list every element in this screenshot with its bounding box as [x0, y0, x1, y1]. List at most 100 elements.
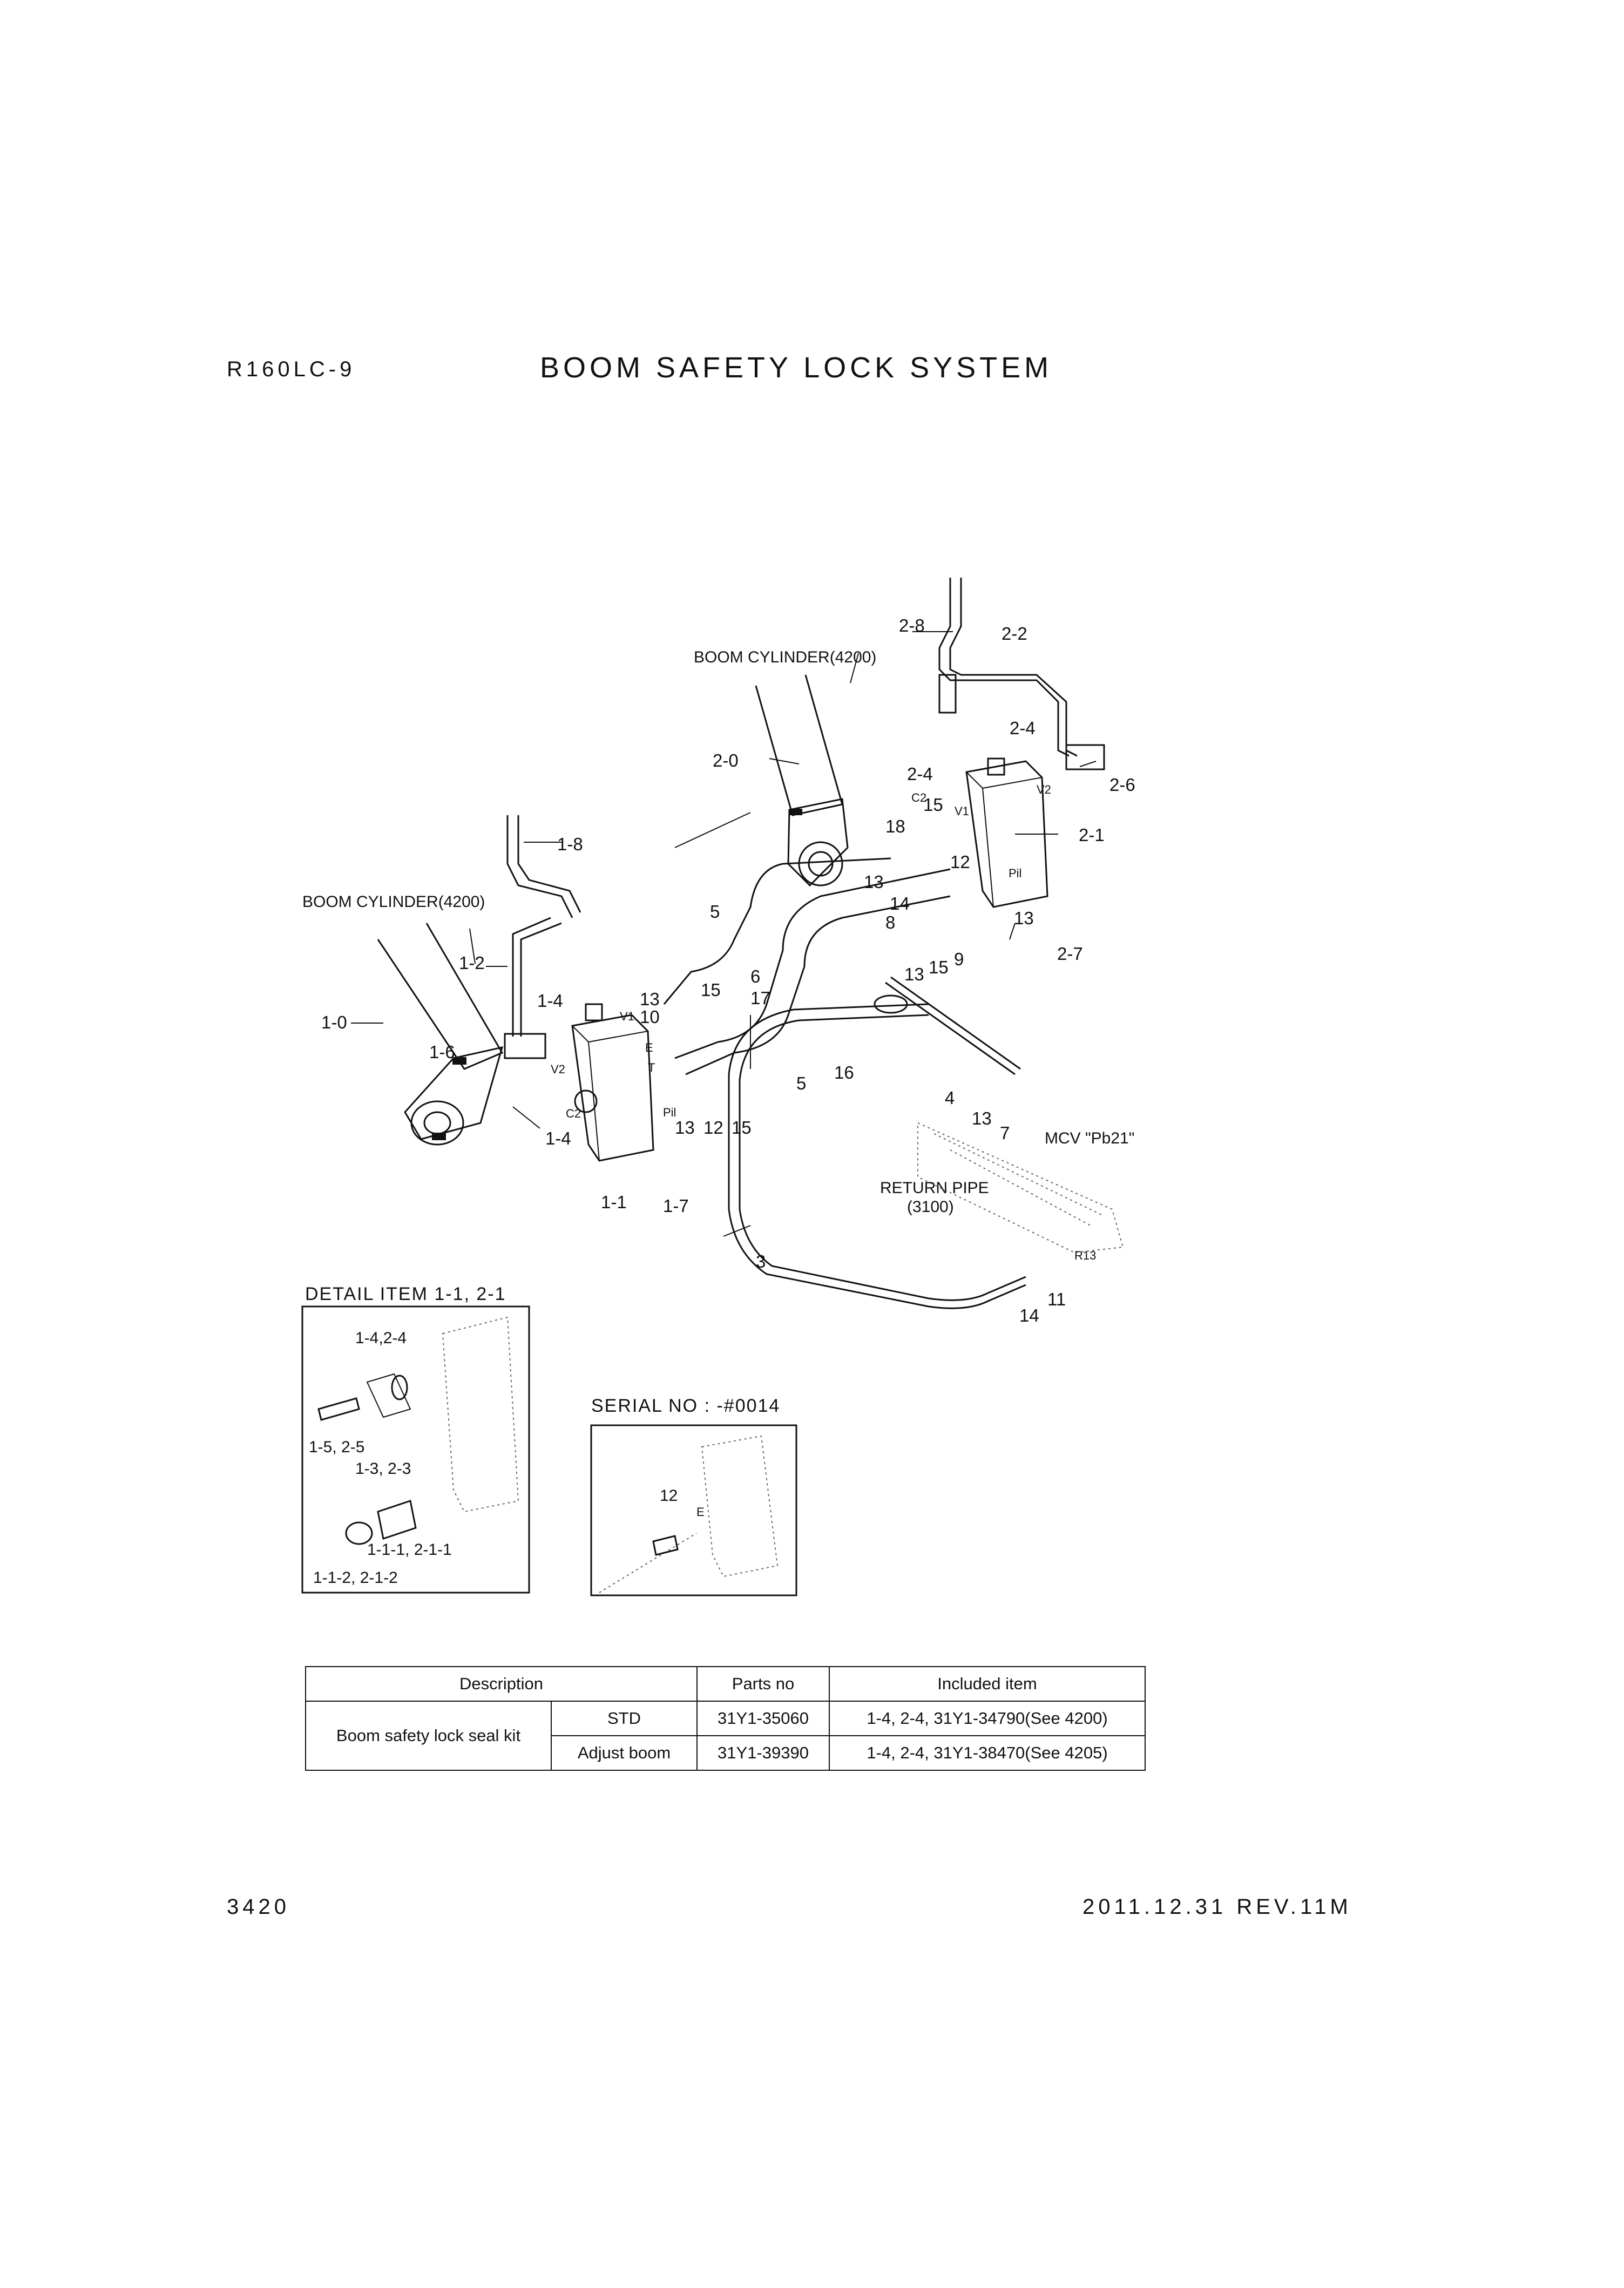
label-5b: 5 — [796, 1073, 806, 1093]
boom-cylinder-left — [377, 923, 504, 1146]
label-13a: 13 — [864, 872, 884, 892]
label-14b: 14 — [1019, 1305, 1039, 1325]
cell-group-label: Boom safety lock seal kit — [305, 1701, 552, 1771]
label-2-6: 2-6 — [1109, 775, 1135, 795]
detail-label-cover: 1-3, 2-3 — [355, 1460, 411, 1478]
cell-variant: Adjust boom — [551, 1735, 698, 1771]
label-boom-cylinder-upper: BOOM CYLINDER(4200) — [694, 648, 876, 666]
label-3: 3 — [756, 1251, 766, 1271]
label-13f: 13 — [675, 1118, 695, 1138]
label-1-4a: 1-4 — [537, 991, 563, 1011]
label-6: 6 — [750, 966, 760, 986]
label-15d: 15 — [732, 1118, 752, 1138]
header-included-item: Included item — [829, 1666, 1146, 1702]
port-v2-right: V2 — [1037, 783, 1051, 796]
label-9: 9 — [954, 949, 964, 969]
label-12b: 12 — [703, 1118, 723, 1138]
port-e-left: E — [645, 1041, 653, 1054]
label-1-4b: 1-4 — [545, 1128, 571, 1148]
label-14a: 14 — [890, 893, 910, 913]
label-2-8: 2-8 — [899, 615, 925, 635]
label-4: 4 — [945, 1088, 955, 1108]
detail-label-plug: 1-1-1, 2-1-1 — [367, 1541, 452, 1559]
seal-kit-table: Description Parts no Included item Boom … — [305, 1666, 1146, 1771]
leader-lines — [351, 631, 1097, 1237]
label-1-6: 1-6 — [429, 1042, 455, 1062]
boom-cylinder-upper — [755, 674, 849, 887]
label-1-0: 1-0 — [321, 1012, 347, 1032]
label-13d: 13 — [640, 989, 660, 1009]
label-2-1: 2-1 — [1079, 825, 1105, 845]
label-13e: 13 — [972, 1108, 992, 1128]
cell-included: 1-4, 2-4, 31Y1-34790(See 4200) — [829, 1701, 1146, 1736]
serial-label-e: E — [696, 1505, 705, 1519]
label-7: 7 — [1000, 1123, 1010, 1143]
label-2-4b: 2-4 — [907, 764, 933, 784]
page-title: BOOM SAFETY LOCK SYSTEM — [540, 351, 1053, 384]
label-18: 18 — [885, 816, 905, 836]
serial-title: SERIAL NO : -#0014 — [591, 1396, 780, 1416]
label-5a: 5 — [710, 902, 720, 922]
label-15c: 15 — [701, 980, 721, 1000]
label-2-2: 2-2 — [1002, 624, 1027, 644]
port-t-left: T — [648, 1061, 655, 1074]
label-r13: R13 — [1074, 1249, 1096, 1262]
table-row: Adjust boom 31Y1-39390 1-4, 2-4, 31Y1-38… — [306, 1735, 1146, 1771]
port-v2-left: V2 — [551, 1062, 565, 1076]
detail-label-cap: 1-1-2, 2-1-2 — [313, 1569, 398, 1587]
pipe-3 — [728, 1003, 1026, 1309]
port-c2-left: C2 — [566, 1107, 581, 1120]
serial-label-12: 12 — [660, 1487, 678, 1505]
label-1-1: 1-1 — [601, 1192, 627, 1212]
port-pil-left: Pil — [663, 1106, 676, 1119]
label-15b: 15 — [929, 957, 949, 977]
cell-included: 1-4, 2-4, 31Y1-38470(See 4205) — [829, 1735, 1146, 1771]
label-1-7: 1-7 — [663, 1196, 689, 1216]
label-1-2: 1-2 — [459, 953, 485, 973]
port-c2-right: C2 — [911, 791, 926, 804]
return-pipe-3100 — [917, 1122, 1124, 1254]
cell-variant: STD — [551, 1701, 698, 1736]
pipe-2-2 — [938, 578, 1105, 770]
cell-parts-no: 31Y1-35060 — [696, 1701, 830, 1736]
label-16: 16 — [834, 1062, 854, 1082]
port-pil-right: Pil — [1009, 867, 1021, 880]
label-11: 11 — [1047, 1289, 1066, 1309]
label-boom-cylinder-left: BOOM CYLINDER(4200) — [302, 893, 485, 911]
label-17: 17 — [750, 988, 770, 1008]
label-return-pipe: RETURN PIPE — [880, 1179, 989, 1197]
header-parts-no: Parts no — [696, 1666, 830, 1702]
label-return-pipe-ref: (3100) — [907, 1198, 954, 1216]
header-description: Description — [305, 1666, 698, 1702]
label-13b: 13 — [1014, 908, 1034, 928]
detail-label-bolt: 1-5, 2-5 — [309, 1438, 364, 1456]
model-code: R160LC-9 — [227, 357, 356, 381]
label-2-0: 2-0 — [713, 750, 739, 770]
label-13c: 13 — [904, 964, 924, 984]
hose-4 — [874, 976, 1021, 1075]
cell-parts-no: 31Y1-39390 — [696, 1735, 830, 1771]
label-2-7: 2-7 — [1057, 944, 1083, 964]
label-12a: 12 — [950, 852, 970, 872]
label-2-4a: 2-4 — [1010, 718, 1036, 738]
label-15a: 15 — [923, 795, 943, 815]
label-mcv: MCV "Pb21" — [1045, 1129, 1134, 1147]
table-header-row: Description Parts no Included item — [305, 1666, 1146, 1702]
serial-box — [590, 1424, 797, 1596]
detail-title: DETAIL ITEM 1-1, 2-1 — [305, 1284, 506, 1304]
label-8: 8 — [885, 912, 895, 932]
detail-label-seal: 1-4,2-4 — [355, 1329, 407, 1347]
hose-5 — [663, 857, 951, 1075]
table-row: Boom safety lock seal kit STD 31Y1-35060… — [305, 1701, 1146, 1771]
pipe-1-2 — [504, 815, 581, 1059]
label-10: 10 — [640, 1007, 660, 1027]
port-v1-left: V1 — [620, 1010, 634, 1023]
page-number: 3420 — [227, 1895, 290, 1919]
detail-box — [301, 1305, 530, 1594]
lock-valve-2-1 — [965, 757, 1048, 908]
label-1-8: 1-8 — [557, 834, 583, 854]
revision-date: 2011.12.31 REV.11M — [1082, 1895, 1352, 1919]
lock-valve-1-1 — [571, 1003, 654, 1162]
port-v1-right: V1 — [955, 804, 969, 818]
